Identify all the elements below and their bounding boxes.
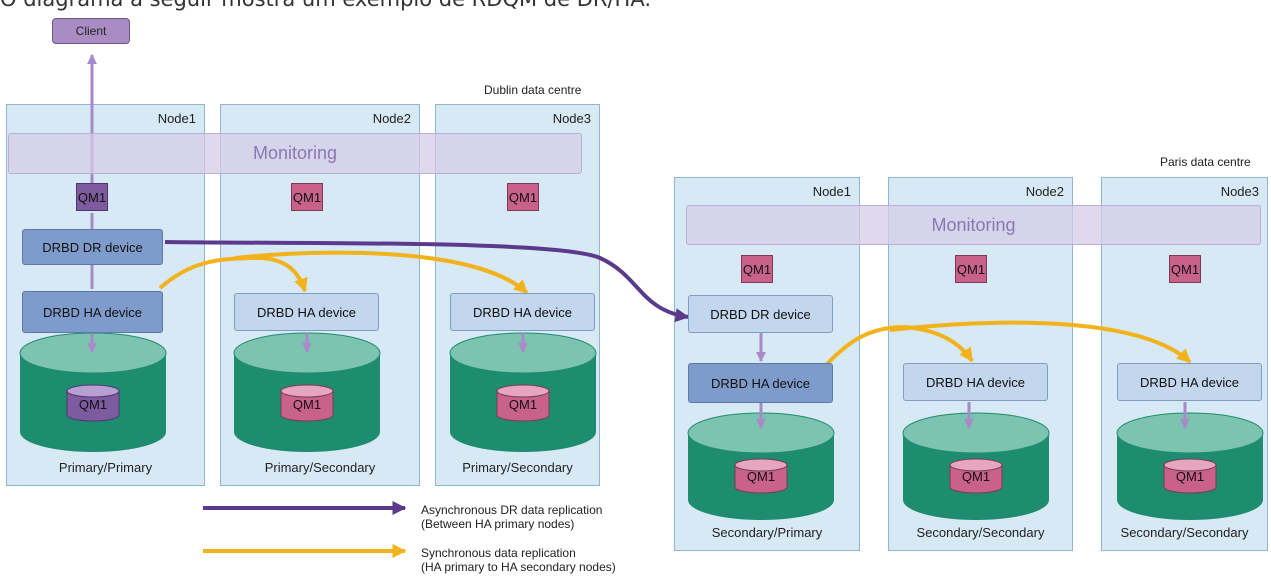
async-dr-replication-arrow bbox=[164, 240, 690, 323]
disk-qm-label: QM1 bbox=[961, 469, 991, 484]
node-label: Node2 bbox=[1025, 184, 1064, 199]
dublin-site-label: Dublin data centre bbox=[484, 83, 582, 97]
disk-qm-label: QM1 bbox=[746, 469, 776, 484]
legend-sync-title: Synchronous data replication bbox=[421, 546, 576, 560]
client-box: Client bbox=[52, 18, 130, 44]
node-label: Node3 bbox=[552, 111, 591, 126]
legend-sync: Synchronous data replication (HA primary… bbox=[421, 546, 616, 574]
sync-replication-paris-trunk bbox=[824, 325, 906, 367]
node-state-label: Primary/Secondary bbox=[462, 460, 573, 475]
sync-replication-dublin-trunk bbox=[158, 256, 261, 290]
disk-qm-dublin-node2 bbox=[280, 384, 334, 422]
node-state-label: Primary/Secondary bbox=[264, 460, 376, 475]
caption: O diagrama a seguir mostra um exemplo de… bbox=[0, 0, 651, 11]
node-state-label: Secondary/Primary bbox=[711, 525, 823, 540]
node-state-label: Secondary/Secondary bbox=[1120, 525, 1249, 540]
disk-qm-paris-node2 bbox=[949, 458, 1003, 494]
sync-arrow-dublin-node3 bbox=[234, 250, 529, 295]
sync-arrow-dublin-node2 bbox=[259, 256, 308, 293]
node-label: Node1 bbox=[157, 111, 196, 126]
qm-box-paris-node1: QM1 bbox=[741, 255, 773, 283]
qm-box-dublin-node2: QM1 bbox=[291, 183, 323, 211]
disk-qm-label: QM1 bbox=[292, 397, 322, 412]
disk-qm-label: QM1 bbox=[1175, 469, 1205, 484]
monitoring-bar-paris: Monitoring bbox=[686, 205, 1261, 245]
ha-device-dublin-node3: DRBD HA device bbox=[450, 293, 595, 331]
qm-box-dublin-node3: QM1 bbox=[507, 183, 539, 211]
disk-qm-paris-node3 bbox=[1163, 458, 1217, 494]
legend-async: Asynchronous DR data replication (Betwee… bbox=[421, 503, 602, 531]
legend-sync-subtitle: (HA primary to HA secondary nodes) bbox=[421, 560, 616, 574]
node-state-label: Secondary/Secondary bbox=[916, 525, 1045, 540]
node-label: Node3 bbox=[1220, 184, 1259, 199]
node-state-label: Primary/Primary bbox=[58, 460, 153, 475]
qm-box-paris-node3: QM1 bbox=[1169, 255, 1201, 283]
qm-box-paris-node2: QM1 bbox=[955, 255, 987, 283]
disk-qm-dublin-node3 bbox=[496, 384, 550, 422]
sync-arrow-paris-node3 bbox=[889, 320, 1192, 364]
monitoring-bar-dublin: Monitoring bbox=[8, 133, 582, 174]
paris-site-label: Paris data centre bbox=[1160, 155, 1251, 169]
disk-qm-label: QM1 bbox=[508, 397, 538, 412]
ha-device-paris-node1: DRBD HA device bbox=[688, 363, 833, 403]
node-label: Node1 bbox=[812, 184, 851, 199]
disk-qm-label: QM1 bbox=[78, 397, 108, 412]
ha-device-paris-node2: DRBD HA device bbox=[903, 363, 1048, 401]
qm-box-dublin-node1: QM1 bbox=[76, 183, 108, 211]
dr-device-dublin-node1: DRBD DR device bbox=[22, 229, 163, 265]
legend-async-subtitle: (Between HA primary nodes) bbox=[421, 517, 575, 531]
dr-device-paris-node1: DRBD DR device bbox=[688, 295, 833, 333]
node-label: Node2 bbox=[372, 111, 411, 126]
ha-device-paris-node3: DRBD HA device bbox=[1117, 363, 1262, 401]
sync-arrow-paris-node2 bbox=[904, 325, 974, 363]
ha-device-dublin-node1: DRBD HA device bbox=[22, 291, 163, 333]
disk-qm-dublin-node1 bbox=[66, 384, 120, 422]
legend-async-title: Asynchronous DR data replication bbox=[421, 503, 603, 517]
disk-qm-paris-node1 bbox=[734, 458, 788, 494]
ha-device-dublin-node2: DRBD HA device bbox=[234, 293, 379, 331]
